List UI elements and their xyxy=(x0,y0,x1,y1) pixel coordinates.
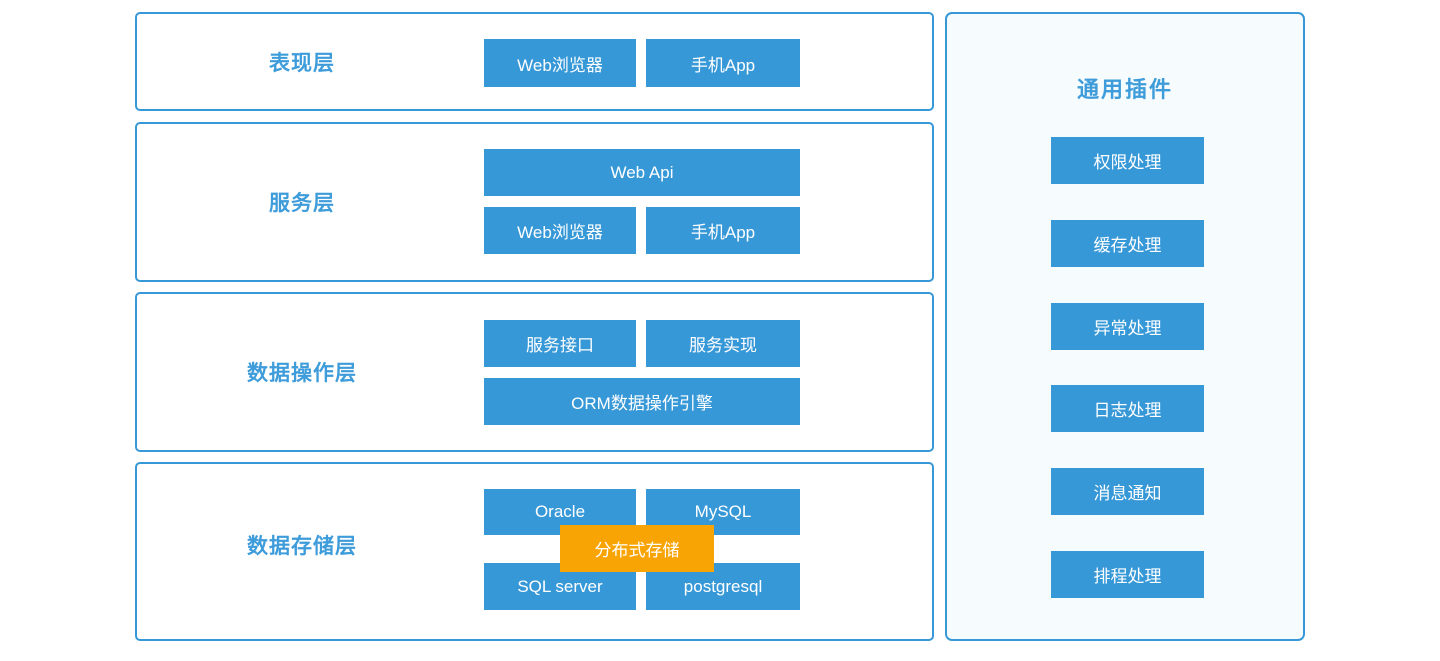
node-mobile-app: 手机App xyxy=(646,207,800,254)
layer-box-service: 服务层 Web Api Web浏览器 手机App xyxy=(135,122,934,282)
node-distributed-storage: 分布式存储 xyxy=(560,525,714,572)
node-service-implementation: 服务实现 xyxy=(646,320,800,367)
node-orm-engine: ORM数据操作引擎 xyxy=(484,378,800,425)
layer-box-data-operation: 数据操作层 服务接口 服务实现 ORM数据操作引擎 xyxy=(135,292,934,452)
layer-box-presentation: 表现层 Web浏览器 手机App xyxy=(135,12,934,111)
node-sql-server: SQL server xyxy=(484,563,636,610)
plugins-panel-title: 通用插件 xyxy=(1076,77,1173,102)
node-web-api: Web Api xyxy=(484,149,800,196)
node-schedule-handling: 排程处理 xyxy=(1051,551,1204,598)
layer-box-data-storage: 数据存储层 Oracle MySQL SQL server postgresql… xyxy=(135,462,934,641)
node-log-handling: 日志处理 xyxy=(1051,385,1204,432)
node-web-browser: Web浏览器 xyxy=(484,39,636,87)
node-exception-handling: 异常处理 xyxy=(1051,303,1204,350)
node-permission-handling: 权限处理 xyxy=(1051,137,1204,184)
node-service-interface: 服务接口 xyxy=(484,320,636,367)
node-message-notification: 消息通知 xyxy=(1051,468,1204,515)
node-mobile-app: 手机App xyxy=(646,39,800,87)
layer-label-data-operation: 数据操作层 xyxy=(247,362,357,385)
plugins-panel: 通用插件 权限处理 缓存处理 异常处理 日志处理 消息通知 排程处理 xyxy=(945,12,1305,641)
layer-label-service: 服务层 xyxy=(269,192,335,215)
layer-label-presentation: 表现层 xyxy=(269,51,335,75)
layer-label-data-storage: 数据存储层 xyxy=(247,534,357,558)
node-web-browser: Web浏览器 xyxy=(484,207,636,254)
node-postgresql: postgresql xyxy=(646,563,800,610)
node-cache-handling: 缓存处理 xyxy=(1051,220,1204,267)
